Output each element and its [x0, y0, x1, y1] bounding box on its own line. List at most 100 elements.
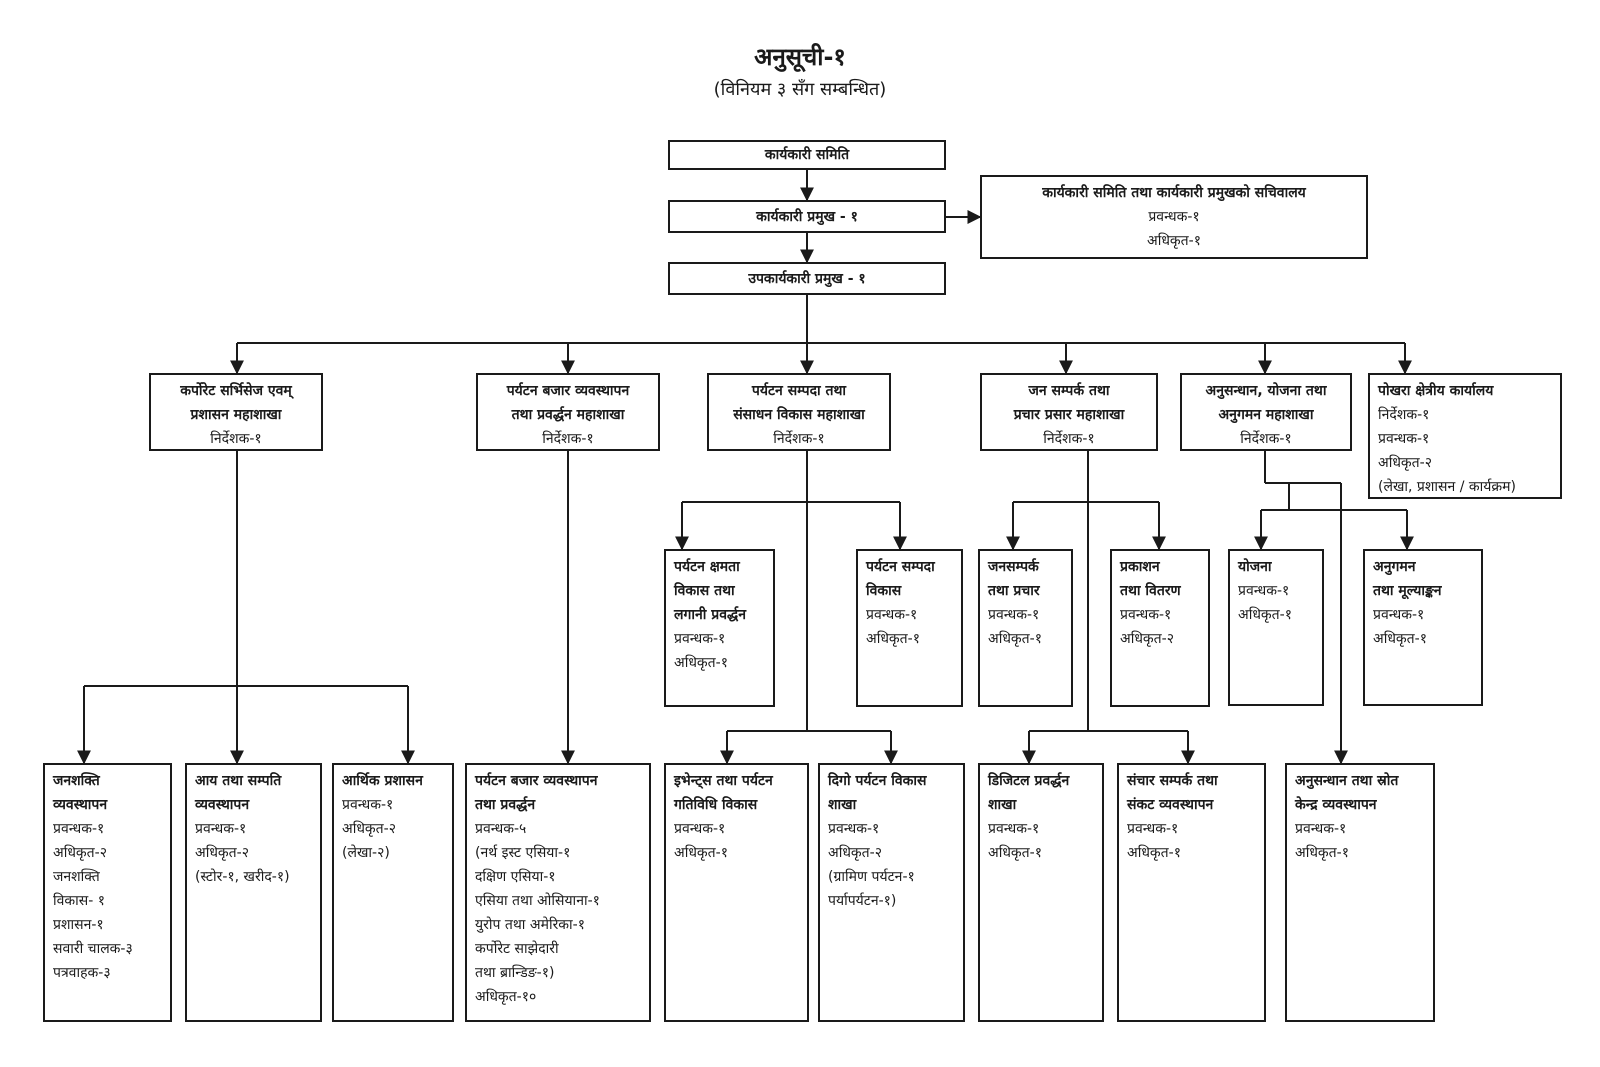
org-unit-publication-distribution: प्रकाशन तथा वितरण प्रवन्धक-१ अधिकृत-२	[1110, 549, 1210, 707]
org-unit-title: केन्द्र व्यवस्थापन	[1295, 797, 1377, 813]
org-unit-title: डिजिटल प्रवर्द्धन	[988, 773, 1070, 789]
org-unit-tourism-resource-division: पर्यटन सम्पदा तथा संसाधन विकास महाशाखा निर…	[707, 373, 891, 451]
page-title: अनुसूची-१	[754, 43, 846, 71]
org-unit-title: तथा वितरण	[1120, 583, 1181, 599]
org-unit-title: उपकार्यकारी प्रमुख - १	[748, 270, 866, 287]
org-unit-staff-line: प्रवन्धक-१	[1373, 607, 1425, 623]
org-unit-title: पर्यटन सम्पदा तथा	[751, 383, 847, 399]
org-unit-title: कर्पोरेट सर्भिसेज एवम्	[180, 383, 292, 399]
org-unit-tourism-heritage-development: पर्यटन सम्पदा विकास प्रवन्धक-१ अधिकृत-१	[856, 549, 963, 707]
org-unit-planning: योजना प्रवन्धक-१ अधिकृत-१	[1228, 549, 1324, 706]
org-unit-deputy-chief-executive: उपकार्यकारी प्रमुख - १	[668, 262, 946, 295]
org-unit-executive-committee: कार्यकारी समिति	[668, 140, 946, 170]
page-subtitle: (विनियम ३ सँग सम्बन्धित)	[713, 79, 887, 100]
org-unit-staff-line: प्रवन्धक-१	[674, 821, 726, 837]
org-unit-staff-line: अधिकृत-१	[1238, 607, 1292, 623]
org-unit-title: तथा प्रवर्द्धन	[475, 797, 536, 813]
org-unit-staff-line: प्रवन्धक-१	[1238, 583, 1290, 599]
org-unit-title: पोखरा क्षेत्रीय कार्यालय	[1378, 383, 1494, 399]
org-unit-title: पर्यटन क्षमता	[674, 559, 740, 575]
org-unit-staff-line: प्रवन्धक-१	[1148, 209, 1200, 225]
org-unit-title: अनुगमन महाशाखा	[1218, 407, 1314, 423]
org-unit-title: तथा प्रचार	[988, 583, 1040, 599]
org-unit-pokhara-office: पोखरा क्षेत्रीय कार्यालय निर्देशक-१ प्रवन्…	[1368, 373, 1562, 499]
org-unit-title: तथा प्रवर्द्धन महाशाखा	[511, 407, 625, 423]
org-unit-staff-line: जनशक्ति	[53, 869, 100, 885]
org-unit-title: विकास	[866, 583, 902, 599]
org-unit-staff-line: निर्देशक-१	[542, 431, 594, 447]
org-unit-title: कार्यकारी समिति तथा कार्यकारी प्रमुखको स…	[1042, 185, 1306, 201]
org-unit-staff-line: विकास- १	[53, 893, 106, 909]
org-unit-title: योजना	[1238, 559, 1272, 575]
org-unit-staff-line: अधिकृत-१	[674, 845, 728, 861]
org-unit-staff-line: प्रवन्धक-१	[53, 821, 105, 837]
org-unit-title: तथा मूल्याङ्कन	[1373, 583, 1442, 599]
org-unit-title: शाखा	[828, 797, 857, 813]
org-unit-staff-line: प्रवन्धक-५	[475, 821, 527, 837]
org-unit-title: अनुसन्धान, योजना तथा	[1205, 383, 1327, 399]
org-unit-staff-line: निर्देशक-१	[1043, 431, 1095, 447]
org-unit-title: आर्थिक प्रशासन	[342, 773, 423, 789]
org-unit-staff-line: (लेखा, प्रशासन / कार्यक्रम)	[1378, 479, 1516, 495]
org-unit-staff-line: प्रवन्धक-१	[988, 607, 1040, 623]
org-unit-title: कार्यकारी प्रमुख - १	[756, 208, 858, 225]
org-unit-staff-line: प्रवन्धक-१	[1295, 821, 1347, 837]
org-unit-title: दिगो पर्यटन विकास	[828, 773, 927, 789]
org-unit-staff-line: निर्देशक-१	[773, 431, 825, 447]
org-unit-staff-line: प्रवन्धक-१	[195, 821, 247, 837]
org-unit-staff-line: प्रवन्धक-१	[828, 821, 880, 837]
org-unit-staff-line: प्रशासन-१	[53, 917, 104, 933]
org-unit-staff-line: अधिकृत-१०	[475, 989, 537, 1005]
org-unit-staff-line: (ग्रामिण पर्यटन-१	[828, 869, 915, 885]
org-unit-title: कार्यकारी समिति	[764, 147, 850, 163]
org-unit-chief-executive: कार्यकारी प्रमुख - १	[668, 200, 946, 233]
org-unit-staff-line: प्रवन्धक-१	[1378, 431, 1430, 447]
org-unit-staff-line: (लेखा-२)	[342, 845, 390, 861]
org-unit-staff-line: प्रवन्धक-१	[866, 607, 918, 623]
org-unit-title: पर्यटन सम्पदा	[866, 559, 935, 575]
org-unit-staff-line: एसिया तथा ओसियाना-१	[475, 893, 600, 909]
org-unit-staff-line: (स्टोर-१, खरीद-१)	[195, 869, 290, 885]
org-unit-staff-line: अधिकृत-१	[1295, 845, 1349, 861]
org-unit-research-planning-division: अनुसन्धान, योजना तथाअनुगमन महाशाखानिर्दे…	[1180, 373, 1352, 451]
org-unit-staff-line: प्रवन्धक-१	[674, 631, 726, 647]
org-unit-staff-line: सवारी चालक-३	[53, 941, 133, 957]
org-unit-staff-line: पत्रवाहक-३	[53, 965, 111, 981]
org-unit-staff-line: अधिकृत-२	[828, 845, 882, 861]
org-unit-title: संचार सम्पर्क तथा	[1127, 773, 1218, 789]
org-unit-staff-line: निर्देशक-१	[1378, 407, 1430, 423]
org-unit-title: प्रचार प्रसार महाशाखा	[1013, 407, 1125, 423]
org-unit-staff-line: अधिकृत-२	[342, 821, 396, 837]
org-unit-staff-line: (नर्थ इस्ट एसिया-१	[475, 845, 571, 861]
org-unit-title: इभेन्ट्स तथा पर्यटन	[674, 773, 773, 789]
org-unit-staff-line: अधिकृत-२	[1120, 631, 1174, 647]
org-unit-title: संसाधन विकास महाशाखा	[733, 407, 865, 423]
org-unit-title: जन सम्पर्क तथा	[1028, 383, 1110, 399]
org-unit-title: अनुगमन	[1373, 559, 1416, 575]
org-unit-title: लगानी प्रवर्द्धन	[674, 607, 746, 623]
org-unit-staff-line: अधिकृत-१	[866, 631, 920, 647]
org-unit-staff-line: प्रवन्धक-१	[1120, 607, 1172, 623]
org-unit-staff-line: तथा ब्रान्डिङ-१)	[475, 965, 555, 981]
org-unit-staff-line: पर्यापर्यटन-१)	[828, 893, 897, 909]
org-unit-title: प्रशासन महाशाखा	[190, 407, 282, 423]
org-unit-title: प्रकाशन	[1120, 559, 1160, 575]
org-unit-staff-line: अधिकृत-१	[1147, 233, 1201, 249]
org-unit-staff-line: अधिकृत-२	[1378, 455, 1432, 471]
org-unit-title: व्यवस्थापन	[195, 797, 250, 813]
org-unit-title: शाखा	[988, 797, 1017, 813]
org-unit-staff-line: प्रवन्धक-१	[988, 821, 1040, 837]
org-unit-title: आय तथा सम्पति	[195, 773, 282, 789]
org-unit-staff-line: युरोप तथा अमेरिका-१	[475, 917, 586, 933]
org-unit-title: व्यवस्थापन	[53, 797, 108, 813]
